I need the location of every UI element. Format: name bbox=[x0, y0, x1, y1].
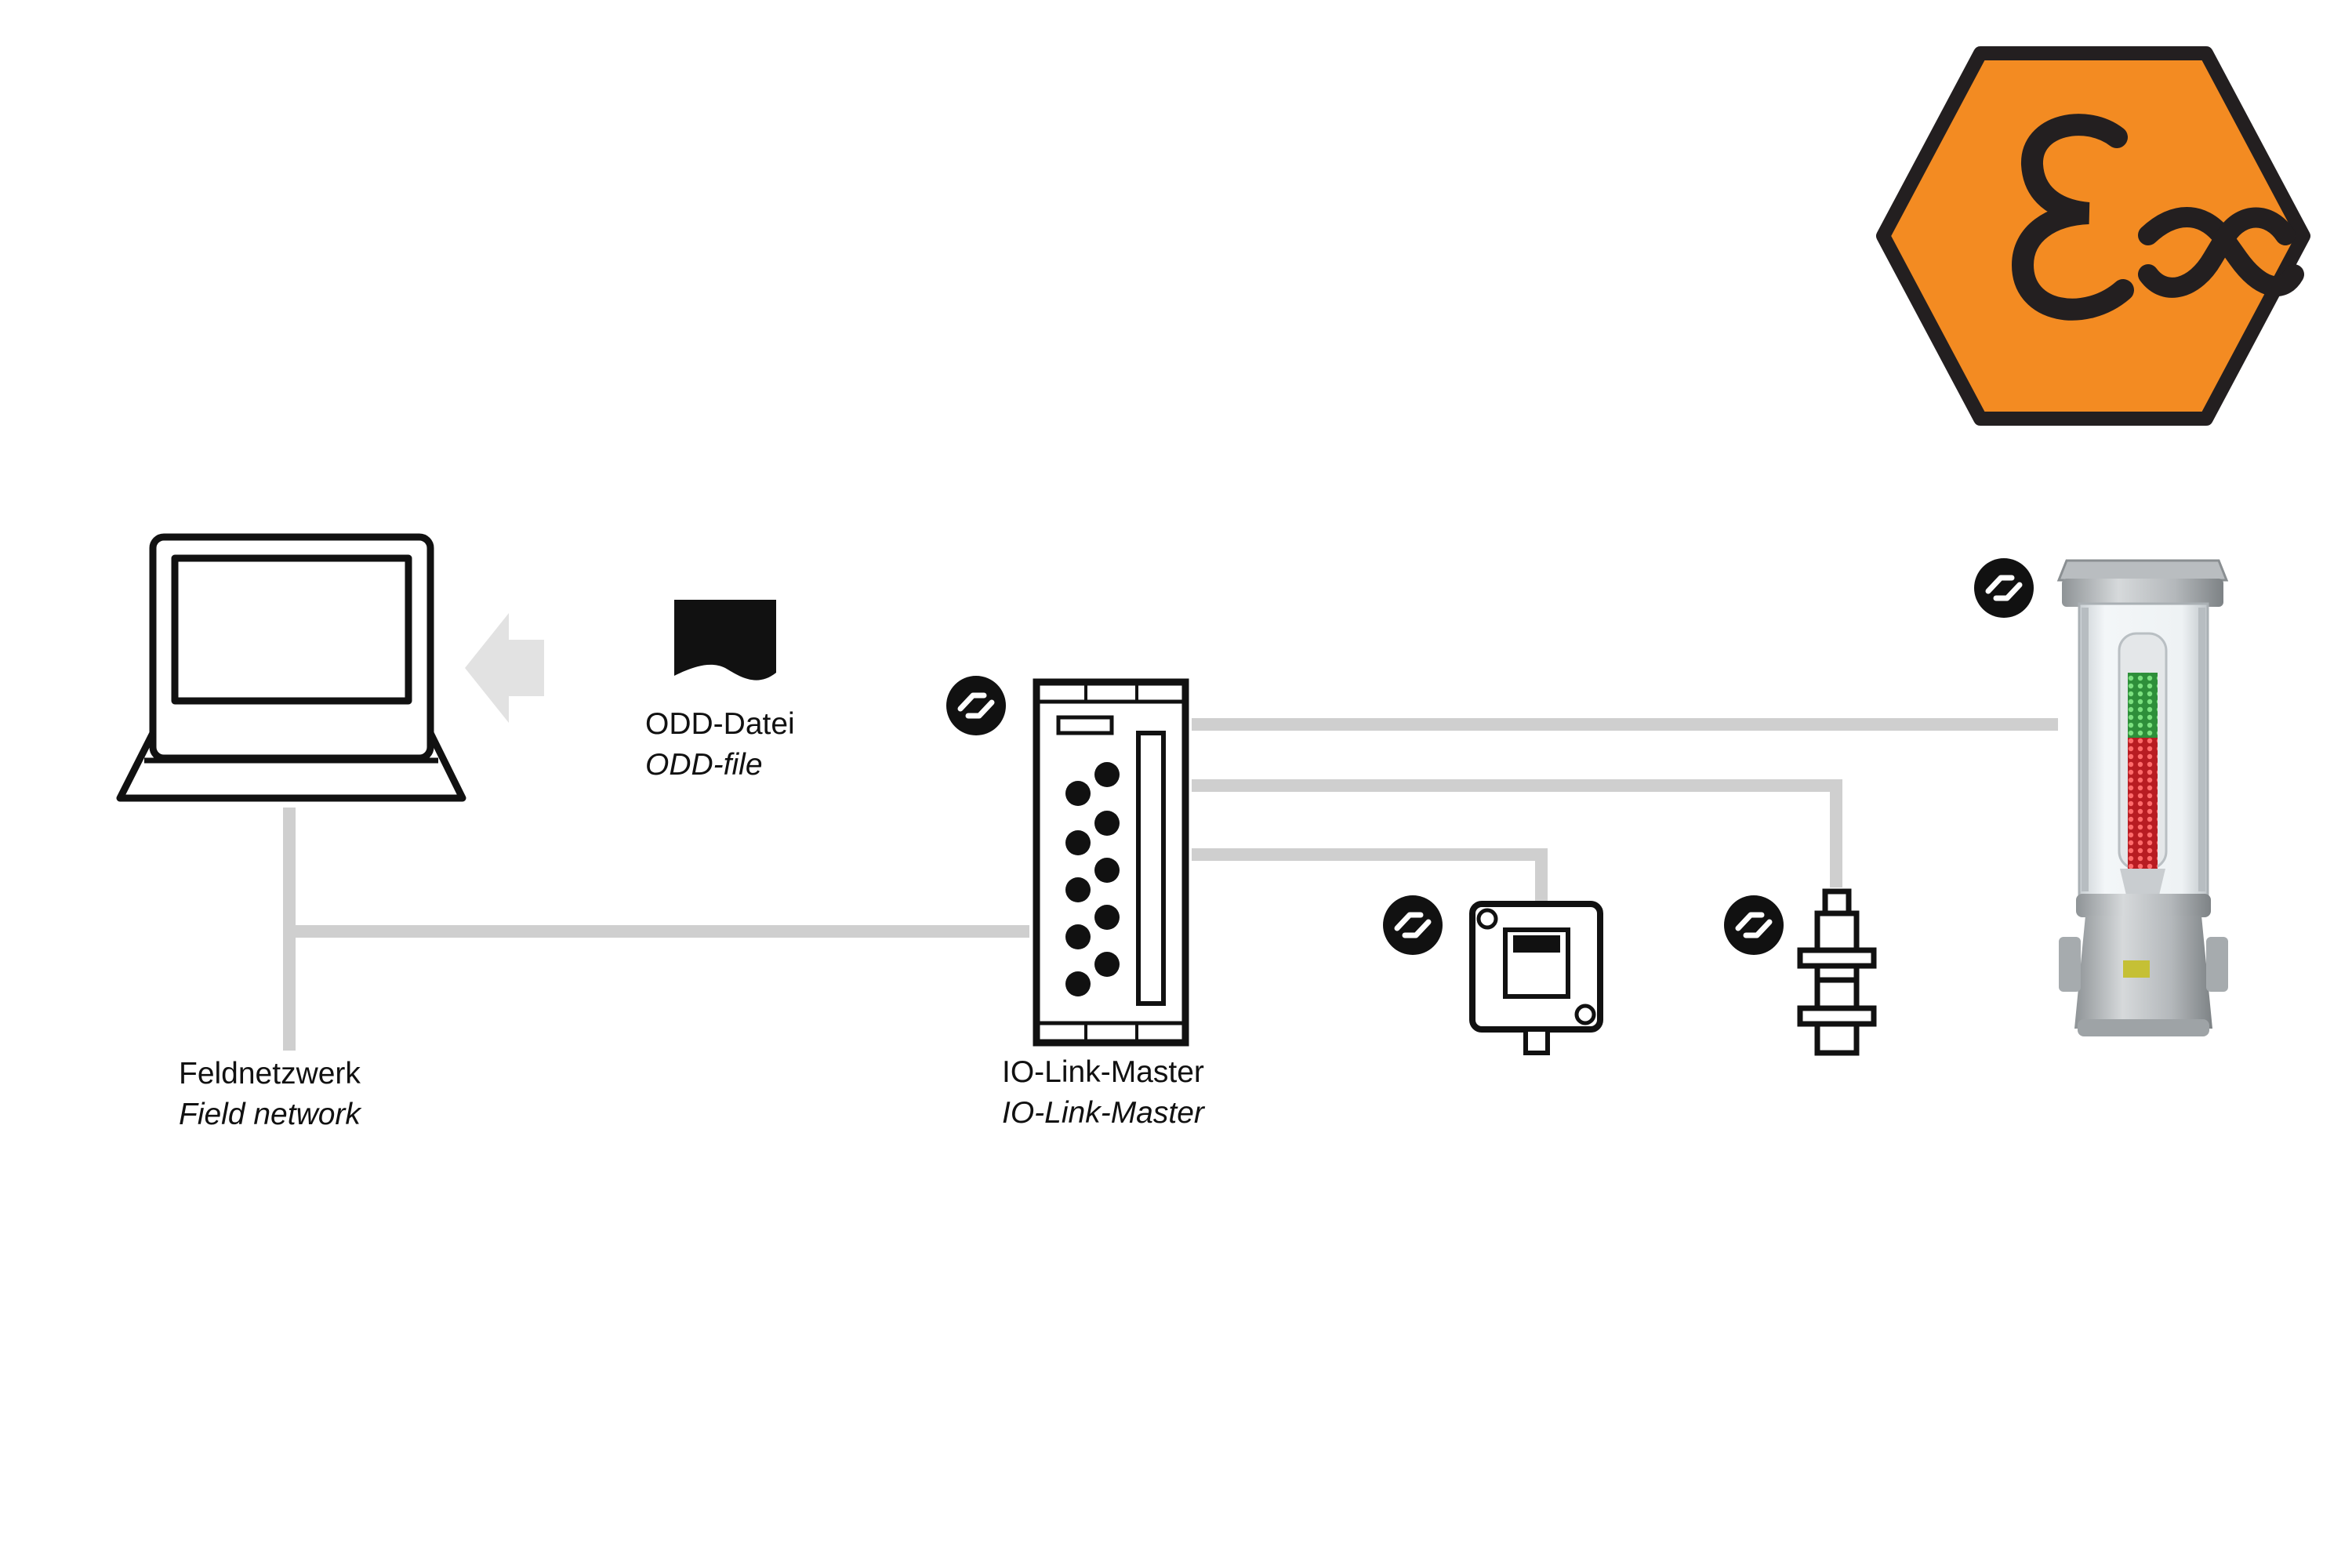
ex-hazard-symbol bbox=[1876, 46, 2310, 426]
field-network-label-en: Field network bbox=[179, 1098, 361, 1131]
connection-lines bbox=[283, 718, 2058, 1051]
io-link-symbol-icon bbox=[946, 676, 1006, 735]
sensor-box-icon bbox=[1469, 901, 1603, 1055]
port-line-sensor-box bbox=[1192, 848, 1548, 902]
transfer-arrow-icon bbox=[465, 613, 544, 723]
port-line-proximity bbox=[1192, 779, 1842, 887]
field-network-label-de: Feldnetzwerk bbox=[179, 1057, 361, 1091]
odd-file-label: ODD-Datei ODD-file bbox=[645, 704, 795, 786]
laptop-icon bbox=[116, 533, 466, 802]
io-link-master-label-de: IO-Link-Master bbox=[1002, 1055, 1204, 1089]
io-link-symbol-icon bbox=[1724, 895, 1784, 955]
io-link-master-label: IO-Link-Master IO-Link-Master bbox=[1002, 1052, 1204, 1134]
io-link-symbol-icon bbox=[1974, 558, 2034, 618]
io-link-master-module bbox=[1033, 678, 1189, 1047]
field-network-label: Feldnetzwerk Field network bbox=[179, 1054, 361, 1135]
odd-file-label-de: ODD-Datei bbox=[645, 707, 795, 741]
io-link-master-label-en: IO-Link-Master bbox=[1002, 1096, 1204, 1130]
signal-tower-device bbox=[2056, 559, 2229, 1036]
io-link-symbol-icon bbox=[1383, 895, 1443, 955]
document-icon bbox=[674, 600, 776, 681]
proximity-sensor-icon bbox=[1797, 888, 1877, 1056]
odd-file-label-en: ODD-file bbox=[645, 748, 763, 782]
